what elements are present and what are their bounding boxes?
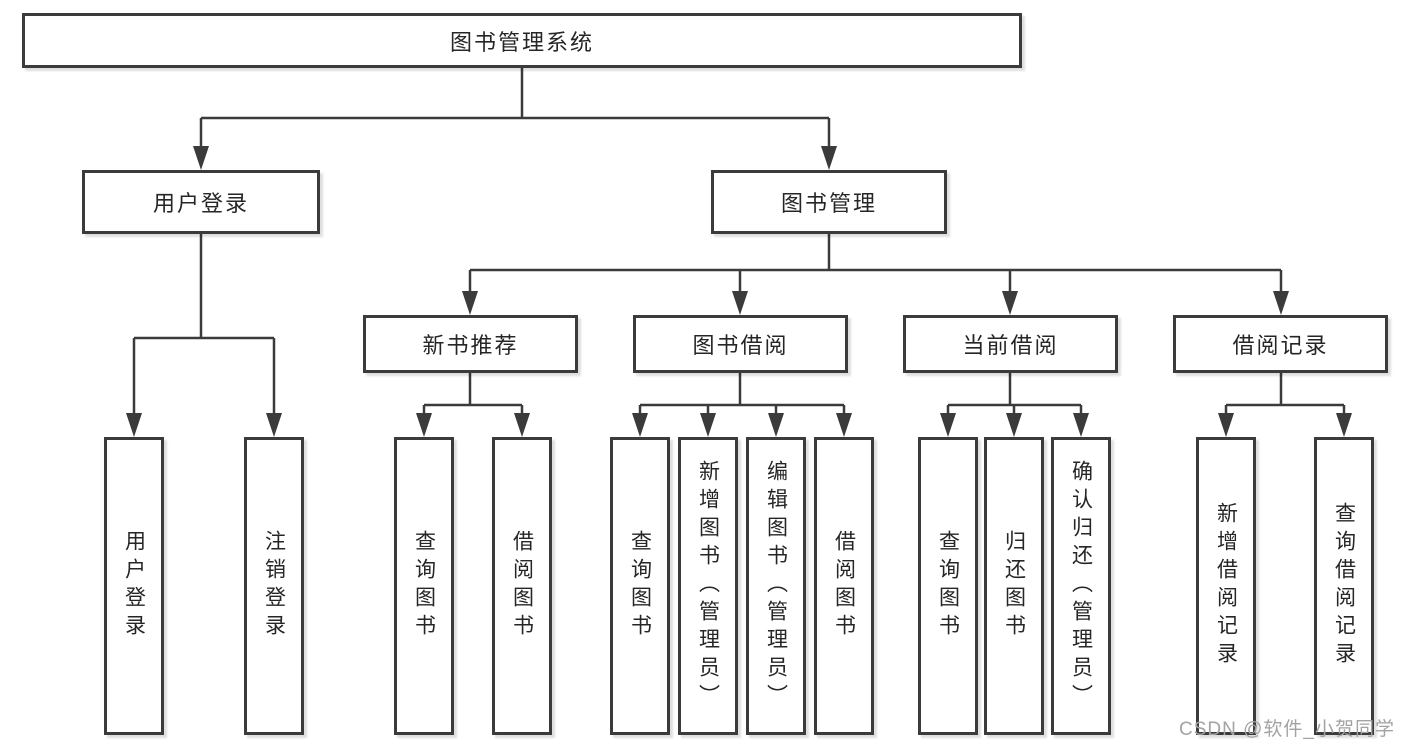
leaf-edit-books-admin: 编辑图书（管理员）	[746, 437, 806, 735]
leaf-query-books-recommend: 查询图书	[394, 437, 454, 735]
node-new-book-recommend: 新书推荐	[363, 315, 578, 373]
node-borrow-records-label: 借阅记录	[1232, 333, 1329, 358]
leaf-add-borrow-record: 新增借阅记录	[1196, 437, 1256, 735]
leaf-query-books-borrow: 查询图书	[610, 437, 670, 735]
leaf-borrow-books: 借阅图书	[814, 437, 874, 735]
leaf-query-borrow-record-label: 查询借阅记录	[1332, 502, 1356, 670]
node-root-system: 图书管理系统	[22, 13, 1022, 68]
node-user-login: 用户登录	[82, 170, 320, 234]
leaf-add-books-admin: 新增图书（管理员）	[678, 437, 738, 735]
leaf-query-books-borrow-label: 查询图书	[628, 530, 652, 642]
csdn-watermark: CSDN @软件_小贺同学	[1179, 719, 1395, 740]
node-user-login-label: 用户登录	[152, 191, 249, 216]
node-current-borrow: 当前借阅	[903, 315, 1118, 373]
arrowheads	[126, 146, 1352, 437]
leaf-confirm-return-admin-label: 确认归还（管理员）	[1069, 460, 1093, 712]
node-new-book-recommend-label: 新书推荐	[422, 333, 519, 358]
node-book-borrow-label: 图书借阅	[692, 333, 789, 358]
leaf-borrow-books-recommend: 借阅图书	[492, 437, 552, 735]
leaf-logout-label: 注销登录	[262, 530, 286, 642]
leaf-logout: 注销登录	[244, 437, 304, 735]
node-borrow-records: 借阅记录	[1173, 315, 1388, 373]
node-root-label: 图书管理系统	[449, 29, 594, 55]
leaf-return-books-label: 归还图书	[1002, 530, 1026, 642]
leaf-confirm-return-admin: 确认归还（管理员）	[1051, 437, 1111, 735]
leaf-edit-books-admin-label: 编辑图书（管理员）	[764, 460, 788, 712]
leaf-borrow-books-recommend-label: 借阅图书	[510, 530, 534, 642]
leaf-add-borrow-record-label: 新增借阅记录	[1214, 502, 1238, 670]
leaf-user-login-label: 用户登录	[122, 530, 146, 642]
node-book-management-label: 图书管理	[780, 191, 877, 216]
leaf-borrow-books-label: 借阅图书	[832, 530, 856, 642]
leaf-user-login: 用户登录	[104, 437, 164, 735]
leaf-query-books-recommend-label: 查询图书	[412, 530, 436, 642]
leaf-query-books-current-label: 查询图书	[936, 530, 960, 642]
leaf-add-books-admin-label: 新增图书（管理员）	[696, 460, 720, 712]
node-current-borrow-label: 当前借阅	[962, 333, 1059, 358]
leaf-return-books: 归还图书	[984, 437, 1044, 735]
leaf-query-borrow-record: 查询借阅记录	[1314, 437, 1374, 735]
node-book-borrow: 图书借阅	[633, 315, 848, 373]
node-book-management: 图书管理	[711, 170, 947, 234]
leaf-query-books-current: 查询图书	[918, 437, 978, 735]
